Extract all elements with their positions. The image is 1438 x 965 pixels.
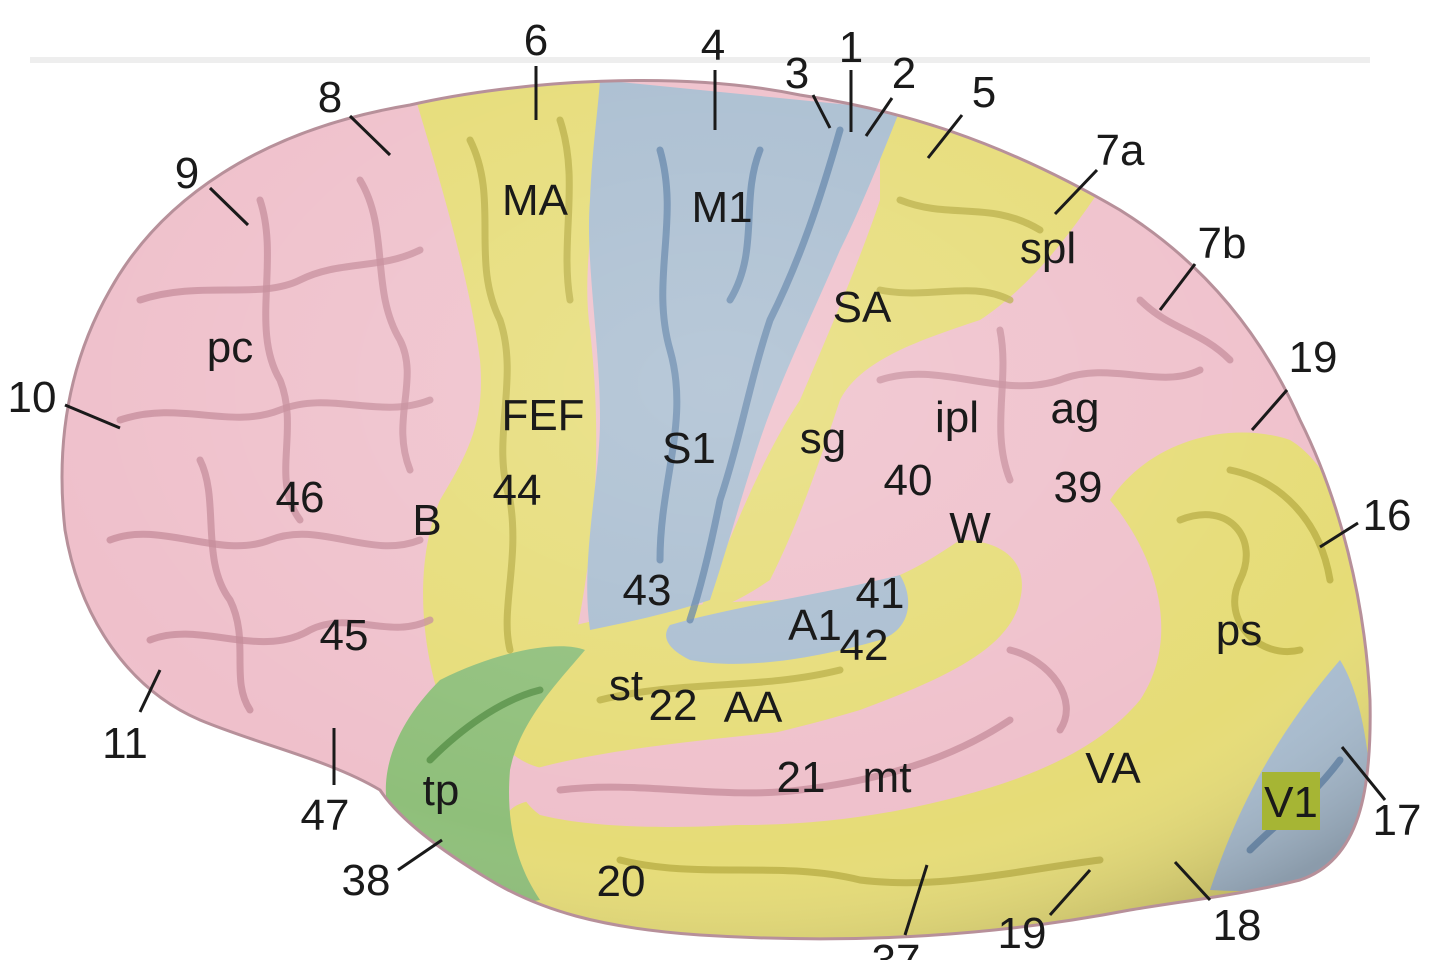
label-spl: spl <box>1020 224 1076 273</box>
region-labels: pc MA M1 SA spl FEF S1 sg ipl ag B W A1 … <box>207 176 1318 827</box>
label-sg: sg <box>800 414 846 463</box>
label-v1: V1 <box>1264 778 1318 827</box>
leader-2 <box>864 97 894 137</box>
area-21: 21 <box>777 753 826 802</box>
label-fef: FEF <box>501 391 584 440</box>
label-ipl: ipl <box>935 393 979 442</box>
area-44: 44 <box>493 466 542 515</box>
label-st: st <box>609 661 643 710</box>
area-18: 18 <box>1213 901 1262 950</box>
area-7a: 7a <box>1096 126 1145 175</box>
leader-9 <box>208 186 250 227</box>
area-17: 17 <box>1373 796 1422 845</box>
area-1: 1 <box>839 23 863 72</box>
label-mt: mt <box>863 753 912 802</box>
label-va: VA <box>1085 744 1141 793</box>
leader-18 <box>1173 860 1212 902</box>
area-3: 3 <box>785 49 809 98</box>
area-numbers: 6 4 3 1 2 5 7a 7b 8 9 10 19 16 17 18 19 … <box>8 16 1422 965</box>
area-2: 2 <box>892 49 916 98</box>
leader-16 <box>1319 521 1359 549</box>
leader-3 <box>811 94 832 129</box>
area-6: 6 <box>524 16 548 65</box>
area-20: 20 <box>597 857 646 906</box>
area-47: 47 <box>301 791 350 840</box>
leader-11 <box>138 669 162 713</box>
area-19-top: 19 <box>1289 333 1338 382</box>
label-ma: MA <box>502 176 569 225</box>
area-45: 45 <box>320 611 369 660</box>
area-43: 43 <box>623 566 672 615</box>
label-aa: AA <box>724 683 783 732</box>
area-8: 8 <box>318 73 342 122</box>
label-a1: A1 <box>788 601 842 650</box>
label-ag: ag <box>1051 384 1100 433</box>
label-b: B <box>412 496 441 545</box>
area-19-bottom: 19 <box>998 909 1047 958</box>
brain-outline <box>60 79 1372 941</box>
label-w: W <box>949 504 991 553</box>
area-10: 10 <box>8 373 57 422</box>
label-pc: pc <box>207 323 253 372</box>
leader-7b <box>1158 263 1197 311</box>
label-m1: M1 <box>691 183 752 232</box>
area-42: 42 <box>840 621 889 670</box>
area-37: 37 <box>872 936 921 960</box>
area-4: 4 <box>701 21 725 70</box>
leader-5 <box>926 114 964 159</box>
label-ps: ps <box>1216 606 1262 655</box>
area-41: 41 <box>856 569 905 618</box>
area-5: 5 <box>972 68 996 117</box>
leader-17 <box>1340 746 1387 801</box>
area-11: 11 <box>102 719 148 768</box>
area-9: 9 <box>175 149 199 198</box>
leader-lines <box>64 66 1387 936</box>
label-s1: S1 <box>662 424 716 473</box>
area-39: 39 <box>1054 463 1103 512</box>
area-7b: 7b <box>1198 219 1247 268</box>
area-16: 16 <box>1363 491 1412 540</box>
label-sa: SA <box>833 283 892 332</box>
area-40: 40 <box>884 456 933 505</box>
leader-10 <box>64 403 121 430</box>
leader-7a <box>1053 168 1099 216</box>
v1-highlight-box <box>1262 772 1320 830</box>
leader-8 <box>348 114 392 157</box>
leader-38 <box>397 838 443 872</box>
leader-19-top <box>1250 389 1289 431</box>
area-22: 22 <box>649 681 698 730</box>
area-38: 38 <box>342 856 391 905</box>
leader-19-bottom <box>1048 869 1092 916</box>
label-tp: tp <box>423 766 460 815</box>
leader-37 <box>903 864 929 936</box>
area-46: 46 <box>276 473 325 522</box>
